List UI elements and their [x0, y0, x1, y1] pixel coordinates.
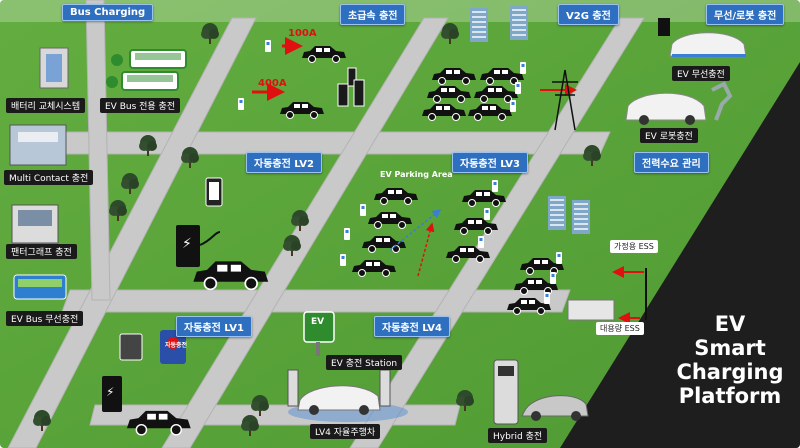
platform-panel [560, 62, 800, 448]
platform-title-line-4: Platform [678, 384, 782, 408]
label-battery-swap: 배터리 교체시스템 [6, 98, 86, 113]
platform-title-line-1: EV [714, 312, 746, 336]
power-tower-icon [552, 69, 578, 131]
platform-title-line-3: Charging [676, 360, 784, 384]
auto-lv2-zone: ⚡ [176, 177, 270, 291]
tag-auto-lv1: 자동충전 LV1 [176, 316, 252, 337]
ultra-fast-zone [238, 37, 365, 119]
tag-demand-mgmt: 전력수요 관리 [634, 152, 709, 173]
label-lv4-autonomous: LV4 자율주행차 [310, 424, 381, 439]
auto-lv4-zone [287, 311, 408, 422]
connector-icon [119, 333, 143, 361]
v2g-zone [421, 6, 578, 131]
label-100a: 100A [288, 28, 317, 39]
label-ev-parking-area: EV Parking Area [380, 170, 453, 179]
tag-ultra-fast: 초급속 충전 [340, 4, 406, 25]
wireless-robot-zone [625, 18, 747, 125]
multi-contact-icon [9, 124, 67, 166]
svg-text:⚡: ⚡ [182, 236, 192, 252]
label-multi-contact: Multi Contact 충전 [4, 170, 94, 185]
svg-text:⚡: ⚡ [106, 385, 114, 399]
wireless-pad-icon [658, 18, 670, 36]
platform-title-line-2: Smart [694, 336, 766, 360]
tag-bus-charging: Bus Charging [62, 4, 154, 21]
platform-title: EV Smart Charging Platform [660, 312, 800, 408]
ev-bus-icon [106, 49, 187, 91]
label-ev-wireless: EV 무선충전 [672, 66, 730, 81]
label-ev-bus-wireless: EV Bus 무선충전 [6, 311, 84, 326]
label-ev-robot: EV 로봇충전 [640, 128, 698, 143]
label-large-ess: 대용량 ESS [596, 322, 644, 335]
large-ess-icon [567, 299, 615, 321]
charger-icon-lv1 [102, 376, 122, 412]
label-400a: 400A [258, 78, 287, 89]
label-ev-bus-dedicated: EV Bus 전용 충전 [100, 98, 181, 113]
tag-auto-lv4: 자동충전 LV4 [374, 316, 450, 337]
tag-auto-lv2: 자동충전 LV2 [246, 152, 322, 173]
tag-v2g: V2G 충전 [558, 4, 619, 25]
label-pantograph: 팬터그래프 충전 [6, 244, 77, 259]
tag-wireless-robot: 무선/로봇 충전 [706, 4, 785, 25]
auto-lv1-zone: ⚡ [102, 330, 192, 436]
hybrid-zone [493, 359, 589, 425]
charging-robot-icon [711, 81, 733, 121]
label-home-ess: 가정용 ESS [610, 240, 658, 253]
bus-charging-zone [9, 47, 187, 300]
label-hybrid: Hybrid 충전 [488, 428, 548, 443]
label-ev-station: EV 충전 Station [326, 355, 403, 370]
label-ev-sign: EV [311, 317, 325, 327]
demand-management-zone [506, 196, 647, 324]
charger-icon [176, 225, 200, 267]
label-auto-sign: 자동충전 [165, 342, 188, 349]
tag-auto-lv3: 자동충전 LV3 [452, 152, 528, 173]
auto-lv3-zone [340, 180, 507, 277]
